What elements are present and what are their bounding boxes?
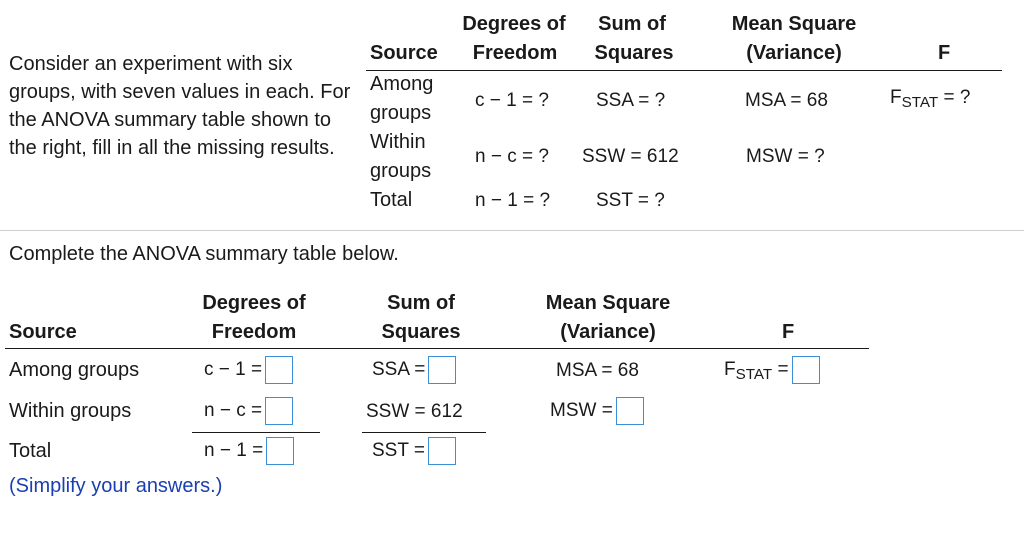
header-df-line1: Degrees of xyxy=(202,292,306,314)
row-ms: MSA = 68 xyxy=(745,90,828,111)
header-ms-line2: (Variance) xyxy=(746,42,842,64)
row-f: FSTAT = ? xyxy=(890,87,971,111)
ss-total-rule xyxy=(362,432,486,433)
header-f: F xyxy=(782,321,795,343)
f-stat-input[interactable] xyxy=(791,356,820,384)
row-ss: SSW = 612 xyxy=(582,146,679,167)
row-source: Among groups xyxy=(9,359,140,381)
header-df-line2: Freedom xyxy=(211,321,297,343)
sst-input[interactable] xyxy=(427,437,456,465)
among-ms: MSA = 68 xyxy=(556,360,639,381)
msw-input[interactable] xyxy=(615,397,644,425)
header-ss-line2: Squares xyxy=(594,42,674,64)
header-source: Source xyxy=(370,42,438,64)
header-rule xyxy=(366,70,1002,71)
header-ss-line1: Sum of xyxy=(598,13,666,35)
instruction-text: Complete the ANOVA summary table below. xyxy=(9,243,399,265)
section-divider xyxy=(0,230,1024,231)
row-ss: SSA = ? xyxy=(596,90,666,111)
row-df: n − 1 = ? xyxy=(475,190,551,211)
header-ss-line2: Squares xyxy=(381,321,461,343)
header-source: Source xyxy=(9,321,77,343)
header-df-line2: Freedom xyxy=(472,42,558,64)
total-df-cell: n − 1 = xyxy=(204,437,295,465)
among-df-cell: c − 1 = xyxy=(204,356,294,384)
among-ss-cell: SSA = xyxy=(372,356,457,384)
header-ms-line2: (Variance) xyxy=(560,321,656,343)
simplify-note: (Simplify your answers.) xyxy=(9,475,223,497)
problem-statement: Consider an experiment with six groups, … xyxy=(9,53,351,159)
row-source-line1: Among xyxy=(370,73,434,95)
within-df-cell: n − c = xyxy=(204,397,294,425)
header-rule xyxy=(5,348,869,349)
row-source: Total xyxy=(9,440,52,462)
row-ss: SST = ? xyxy=(596,190,665,211)
total-df-input[interactable] xyxy=(266,437,295,465)
within-df-input[interactable] xyxy=(265,397,294,425)
f-stat-cell: FSTAT = xyxy=(724,356,820,384)
ssa-input[interactable] xyxy=(428,356,457,384)
df-total-rule xyxy=(192,432,320,433)
row-ms: MSW = ? xyxy=(746,146,825,167)
row-source: Total xyxy=(370,189,413,211)
header-ms-line1: Mean Square xyxy=(731,13,857,35)
row-source-line2: groups xyxy=(370,102,432,124)
header-ms-line1: Mean Square xyxy=(545,292,671,314)
total-ss-cell: SST = xyxy=(372,437,456,465)
row-source: Within groups xyxy=(9,400,132,422)
header-ss-line1: Sum of xyxy=(387,292,455,314)
row-df: c − 1 = ? xyxy=(475,90,549,111)
row-source-line1: Within xyxy=(370,131,426,153)
header-df-line1: Degrees of xyxy=(462,13,566,35)
within-ss: SSW = 612 xyxy=(366,401,463,422)
header-f: F xyxy=(938,42,951,64)
row-df: n − c = ? xyxy=(475,146,549,167)
within-ms-cell: MSW = xyxy=(550,397,644,425)
among-df-input[interactable] xyxy=(265,356,294,384)
row-source-line2: groups xyxy=(370,160,432,182)
